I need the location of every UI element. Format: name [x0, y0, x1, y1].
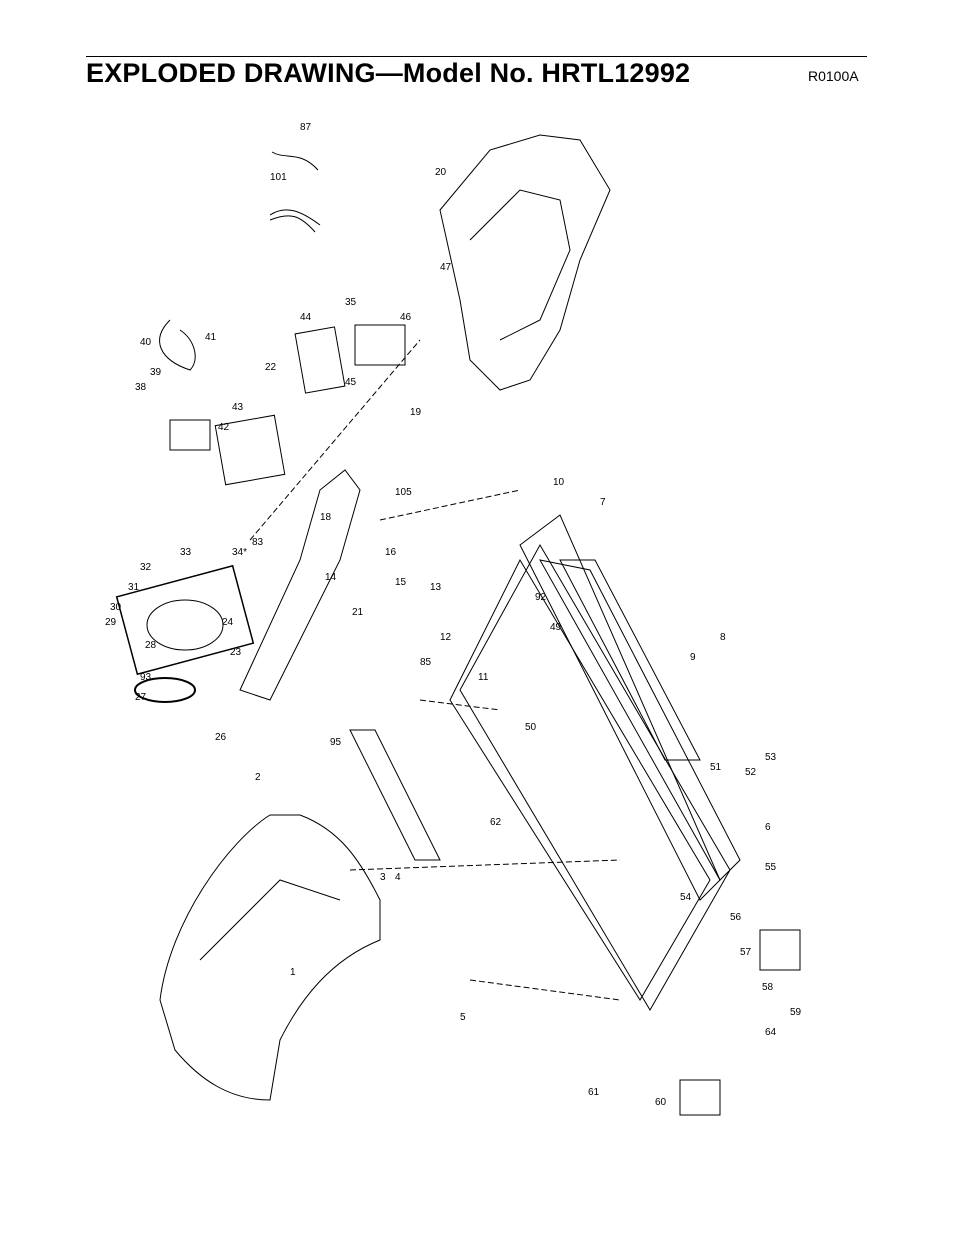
mounting-plate [294, 326, 346, 394]
label-4: 4 [395, 872, 401, 883]
drive-belt [134, 677, 196, 703]
power-cord [159, 319, 196, 371]
console-inner [469, 189, 571, 341]
label-59: 59 [790, 1007, 802, 1018]
label-62: 62 [490, 817, 502, 828]
label-39: 39 [150, 367, 162, 378]
side-rail-95 [349, 729, 441, 861]
label-13: 13 [430, 582, 442, 593]
label-92: 92 [535, 592, 547, 603]
label-1: 1 [290, 967, 296, 978]
label-85: 85 [420, 657, 432, 668]
controller-box [214, 414, 286, 486]
label-58: 58 [762, 982, 774, 993]
label-8: 8 [720, 632, 726, 643]
label-44: 44 [300, 312, 312, 323]
label-31: 31 [128, 582, 140, 593]
label-21: 21 [352, 607, 364, 618]
page-title: EXPLODED DRAWING—Model No. HRTL12992 [86, 58, 691, 88]
transformer [169, 419, 211, 451]
label-32: 32 [140, 562, 152, 573]
wire-harness [269, 209, 321, 233]
label-64: 64 [765, 1027, 777, 1038]
walking-deck [459, 543, 731, 1011]
label-3: 3 [380, 872, 386, 883]
motor-hood-inner [199, 879, 341, 961]
motor-mount [115, 564, 255, 676]
label-29: 29 [105, 617, 117, 628]
label-101: 101 [270, 172, 287, 183]
label-30: 30 [110, 602, 122, 613]
label-42: 42 [218, 422, 230, 433]
label-10: 10 [553, 477, 565, 488]
label-47: 47 [440, 262, 452, 273]
label-40: 40 [140, 337, 152, 348]
label-27: 27 [135, 692, 147, 703]
upright-console [439, 134, 611, 391]
label-49: 49 [550, 622, 562, 633]
part-labels: 1 2 3 4 5 6 7 8 9 10 11 12 13 14 15 16 1… [105, 122, 802, 1108]
label-5: 5 [460, 1012, 466, 1023]
label-35: 35 [345, 297, 357, 308]
label-2: 2 [255, 772, 261, 783]
label-6: 6 [765, 822, 771, 833]
label-51: 51 [710, 762, 722, 773]
label-83: 83 [252, 537, 264, 548]
label-7: 7 [600, 497, 606, 508]
label-95: 95 [330, 737, 342, 748]
label-12: 12 [440, 632, 452, 643]
label-38: 38 [135, 382, 147, 393]
label-33: 33 [180, 547, 192, 558]
label-53: 53 [765, 752, 777, 763]
label-93: 93 [140, 672, 152, 683]
label-54: 54 [680, 892, 692, 903]
label-23: 23 [230, 647, 242, 658]
bracket-46 [354, 324, 406, 366]
label-9: 9 [690, 652, 696, 663]
label-24: 24 [222, 617, 234, 628]
label-14: 14 [325, 572, 337, 583]
label-41: 41 [205, 332, 217, 343]
label-18: 18 [320, 512, 332, 523]
label-16: 16 [385, 547, 397, 558]
label-11: 11 [478, 672, 489, 683]
label-28: 28 [145, 640, 157, 651]
label-50: 50 [525, 722, 537, 733]
label-105: 105 [395, 487, 412, 498]
drawing-code: R0100A [808, 68, 859, 84]
wire-87 [271, 151, 319, 171]
label-46: 46 [400, 312, 412, 323]
label-20: 20 [435, 167, 447, 178]
label-26: 26 [215, 732, 227, 743]
label-56: 56 [730, 912, 742, 923]
motor-hood [159, 814, 381, 1101]
label-15: 15 [395, 577, 407, 588]
label-19: 19 [410, 407, 422, 418]
rear-foot-57 [759, 929, 801, 971]
label-60: 60 [655, 1097, 667, 1108]
rear-foot-60 [679, 1079, 721, 1116]
upright-tube [239, 469, 361, 701]
label-45: 45 [345, 377, 357, 388]
side-rail-49 [559, 559, 701, 761]
deck-board [449, 558, 711, 1001]
label-43: 43 [232, 402, 244, 413]
label-61: 61 [588, 1087, 600, 1098]
header-rule [86, 56, 867, 57]
label-87: 87 [300, 122, 312, 133]
label-52: 52 [745, 767, 757, 778]
label-22: 22 [265, 362, 277, 373]
label-57: 57 [740, 947, 752, 958]
label-34: 34* [232, 547, 247, 558]
label-55: 55 [765, 862, 777, 873]
motor-flywheel [146, 599, 224, 651]
left-rail [539, 559, 741, 881]
